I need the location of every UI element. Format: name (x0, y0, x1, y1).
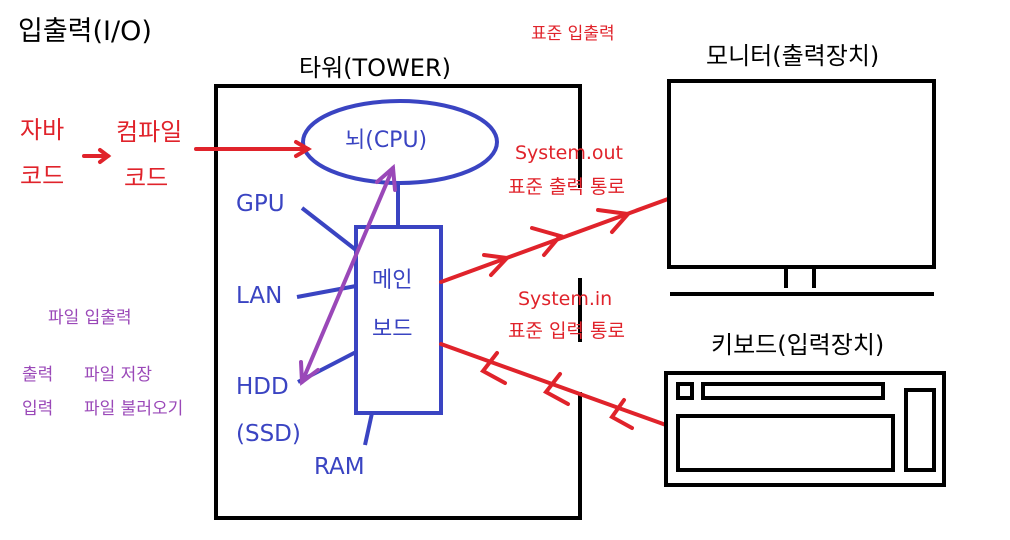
ram-label: RAM (314, 454, 365, 480)
tower-title: 타워(TOWER) (299, 54, 452, 82)
ram-link (363, 412, 374, 446)
stdout-code: System.out (515, 142, 624, 164)
file-output-label: 출력 (22, 365, 54, 385)
standard-io-label: 표준 입출력 (531, 24, 615, 44)
cpu-label: 뇌(CPU) (345, 128, 428, 153)
mainboard-label-line1: 메인 (372, 268, 413, 293)
gpu-label: GPU (236, 191, 285, 217)
tower-box (214, 84, 582, 520)
compile-arrow (82, 148, 112, 164)
java-code-label-line1: 자바 (20, 116, 65, 144)
stdin-code: System.in (518, 288, 613, 310)
gpu-link (300, 206, 358, 252)
monitor-drawing (667, 79, 936, 296)
stdin-desc: 표준 입력 통로 (508, 320, 625, 342)
stdin-stream (439, 342, 668, 430)
hdd-label: HDD (236, 374, 289, 400)
keyboard-drawing (664, 371, 946, 487)
stdout-stream (439, 197, 670, 284)
monitor-title: 모니터(출력장치) (706, 42, 880, 70)
lan-label: LAN (236, 283, 283, 309)
file-io-title: 파일 입출력 (48, 308, 132, 328)
java-code-label-line2: 코드 (20, 162, 65, 190)
page-title: 입출력(I/O) (18, 16, 152, 47)
compiled-code-label-line2: 코드 (124, 164, 169, 192)
file-input-label: 입력 (22, 399, 54, 419)
file-output-desc: 파일 저장 (84, 365, 152, 385)
keyboard-title: 키보드(입력장치) (711, 331, 885, 359)
compiled-code-label-line1: 컴파일 (116, 118, 183, 146)
mainboard-label-line2: 보드 (372, 317, 413, 342)
ssd-label: (SSD) (236, 421, 301, 447)
lan-link (296, 284, 357, 299)
file-input-desc: 파일 불러오기 (84, 399, 184, 419)
cpu-storage-arrow (299, 163, 397, 386)
cpu-load-arrow (194, 140, 312, 158)
stdout-desc: 표준 출력 통로 (508, 176, 625, 198)
